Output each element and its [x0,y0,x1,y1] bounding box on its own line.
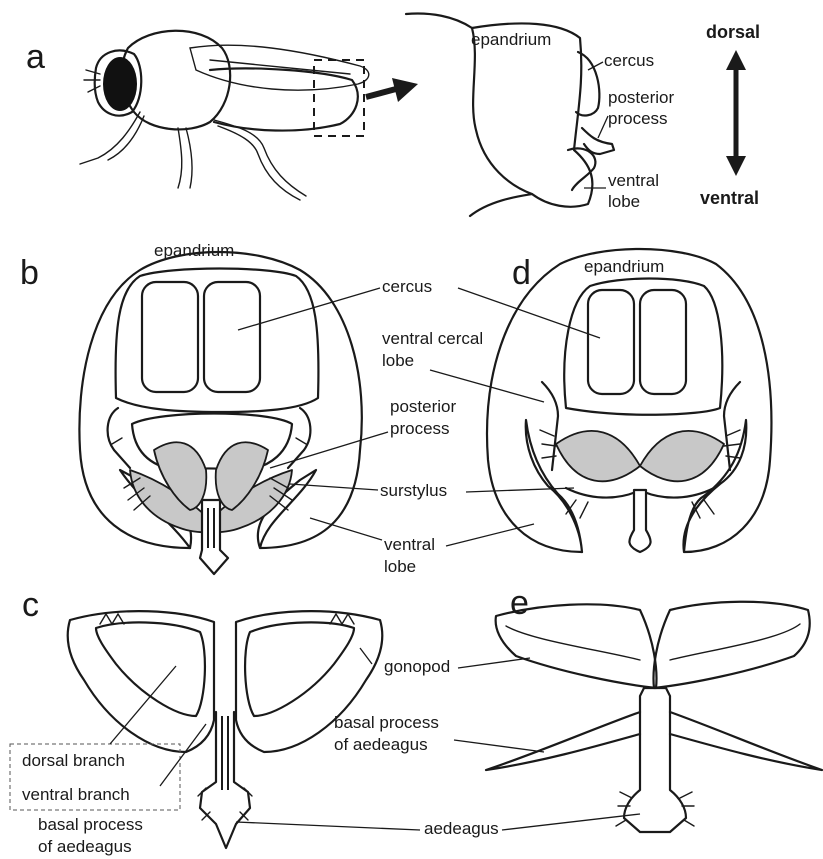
label-ventral-lobe-l1: ventral [384,535,435,554]
lateral-epandrium-front [470,28,532,216]
cercus-frame-b [116,269,319,413]
b-label-epandrium: epandrium [154,241,234,260]
panel-letter-b: b [20,254,39,292]
leader-surstylus-d [466,488,574,492]
label-aedeagus: aedeagus [424,819,499,838]
cercus-left-d [588,290,634,394]
phallus-e [486,602,822,832]
fly-antenna [84,70,100,92]
panel-letter-a: a [26,38,45,76]
label-posterior-l2: process [390,419,450,438]
label-basal-e-l1: basal process [334,713,439,732]
surstylus-right-d [640,431,724,481]
hypandrium-b [132,414,292,471]
basal-process-left-e [486,712,640,770]
gonopod-inner-left-c [96,622,205,716]
terminalia-d [487,249,771,552]
d-label-epandrium: epandrium [584,257,664,276]
leader-posterior [270,432,388,468]
label-dorsal-branch: dorsal branch [22,751,125,770]
label-basal-c-l2: of aedeagus [38,837,132,856]
terminalia-b [79,252,361,574]
label-surstylus: surstylus [380,481,447,500]
leader-ventral-branch [160,724,206,786]
leader-aedeagus-c [236,822,420,830]
aedeagus-shaft-c [200,712,250,848]
label-ventral-cercal-l2: lobe [382,351,414,370]
a-label-posterior-l2: process [608,109,668,128]
aedeagus-d [629,490,650,552]
gonopod-right-e [654,602,810,688]
gonopod-outer-left-c [68,611,214,752]
leader-ventral-lobe-b [310,518,382,540]
fly-abdomen [210,68,358,130]
orientation-arrow-down [726,156,746,176]
a-label-epandrium: epandrium [471,30,551,49]
cercus-right-b [204,282,260,392]
lateral-body-edge-top [406,14,472,28]
orientation-arrow-up [726,50,746,70]
label-posterior-l1: posterior [390,397,456,416]
fly-illustration [80,31,369,200]
aedeagus-core-c [222,716,228,790]
gonopod-veins-e [506,624,800,660]
panel-letter-d: d [512,254,531,292]
leader-basal-e [454,740,544,752]
leader-ventral-lobe-d [446,524,534,546]
cercus-right-d [640,290,686,394]
fly-leg-middle [178,128,192,188]
label-cercus: cercus [382,277,432,296]
panel-letter-c: c [22,586,39,624]
fly-leg-front [80,112,144,164]
leader-dorsal-branch [110,666,176,744]
a-label-cercus: cercus [604,51,654,70]
cercus-left-b [142,282,198,392]
panel-letter-e: e [510,584,529,622]
lateral-epandrium [472,23,592,206]
fly-leg-hind [214,120,306,200]
aedeagus-e [624,688,686,832]
fly-wing [190,45,369,90]
label-basal-e-l2: of aedeagus [334,735,428,754]
label-ventral-lobe-l2: lobe [384,557,416,576]
zoom-arrow-head [392,78,418,102]
label-gonopod: gonopod [384,657,450,676]
leader-aedeagus-e [502,814,640,830]
surstylus-left-d [556,431,640,481]
orientation-dorsal: dorsal [706,22,760,42]
label-ventral-branch: ventral branch [22,785,130,804]
gonopod-inner-right-c [245,622,354,716]
zoom-arrow-shaft [366,89,396,97]
fly-eye [103,57,137,111]
a-leader-posterior [598,116,608,138]
a-label-ventral-l2: lobe [608,192,640,211]
label-basal-c-l1: basal process [38,815,143,834]
aedeagus-spines-c [198,788,252,820]
label-ventral-cercal-l1: ventral cercal [382,329,483,348]
orientation-ventral: ventral [700,188,759,208]
basal-process-right-e [670,712,822,770]
surstylus-arm-left-b [108,408,130,468]
a-label-ventral-l1: ventral [608,171,659,190]
a-label-posterior-l1: posterior [608,88,674,107]
